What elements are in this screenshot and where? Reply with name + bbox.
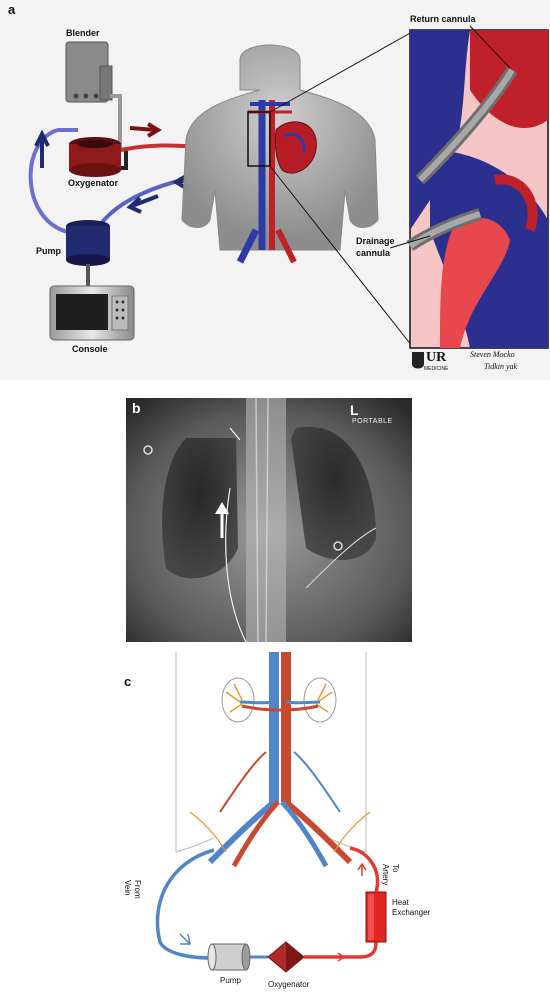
xray-side-marker: L — [350, 402, 359, 418]
signature-line2: Tidkin yak — [484, 362, 518, 371]
panel-b: b L PORTABLE — [126, 398, 412, 642]
chest-xray-image — [126, 398, 412, 642]
flow-arrow-red-1 — [129, 122, 162, 138]
label-console: Console — [72, 344, 108, 354]
label-heat-exchanger-line2: Exchanger — [392, 908, 431, 917]
xray-portable-text: PORTABLE — [352, 418, 393, 425]
heart-inset — [389, 25, 549, 349]
label-pump-c: Pump — [220, 976, 241, 985]
label-blender: Blender — [66, 28, 100, 38]
label-drainage-cannula-line1: Drainage — [356, 236, 395, 246]
label-drainage-cannula-line2: cannula — [356, 248, 391, 258]
ur-logo-mark — [412, 352, 424, 369]
oxygenator-device-c — [267, 941, 305, 973]
label-to-artery-line2: Artery — [381, 864, 390, 886]
panel-c: c From Vein To Artery Heat Exchanger Pum… — [123, 652, 431, 995]
console-device — [49, 285, 135, 341]
logo-text: UR — [426, 350, 447, 365]
label-return-cannula: Return cannula — [410, 14, 476, 24]
label-oxygenator: Oxygenator — [68, 178, 119, 188]
label-from-vein-line2: Vein — [123, 880, 132, 896]
venous-circuit — [155, 848, 215, 960]
arterial-circuit — [304, 941, 378, 959]
label-to-artery-line1: To — [391, 864, 400, 873]
panel-a-letter: a — [8, 2, 16, 17]
xray-arrow — [215, 502, 229, 538]
venous-tube-left — [28, 128, 78, 234]
torso-illustration — [181, 31, 413, 347]
flow-arrow-blue-2 — [126, 194, 159, 214]
panel-c-illustration — [155, 652, 387, 973]
pump-device-c — [207, 943, 251, 971]
logo-subtext: MEDICINE — [424, 366, 449, 372]
oxygenator-device — [69, 137, 121, 177]
pump-device — [66, 220, 110, 286]
flow-arrow-left — [34, 129, 50, 168]
panel-c-letter: c — [124, 674, 132, 689]
label-pump: Pump — [36, 246, 62, 256]
panel-a: a Blender Oxygenator Pump Console Return… — [0, 0, 550, 380]
label-oxygenator-c: Oxygenator — [268, 980, 310, 989]
label-from-vein-line1: From — [133, 880, 142, 899]
heat-exchanger-device — [365, 891, 387, 943]
signature-line1: Steven Mocko — [470, 350, 515, 359]
panel-b-letter: b — [132, 400, 141, 416]
label-heat-exchanger-line1: Heat — [392, 898, 409, 907]
blender-device — [65, 41, 122, 152]
panel-a-illustration — [28, 25, 549, 369]
